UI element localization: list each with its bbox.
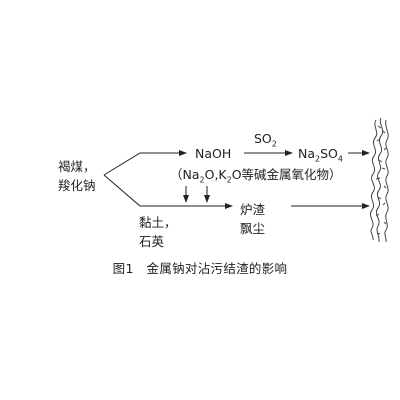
arrow-source-to-naoh <box>103 150 187 176</box>
minerals-line-2: 石英 <box>139 234 165 249</box>
na2so4-label: Na2SO4 <box>298 146 343 164</box>
so2-label: SO2 <box>254 131 277 149</box>
slag-label: 炉渣 飘尘 <box>240 202 265 236</box>
oxides-label: （Na2O,K2O等碱金属氧化物） <box>170 167 342 185</box>
source-line-1: 褐煤， <box>58 159 96 174</box>
figure-title: 金属钠对沾污结渣的影响 <box>146 261 288 276</box>
minerals-label: 黏土， 石英 <box>139 215 177 249</box>
minerals-line-1: 黏土， <box>139 215 177 230</box>
figure-caption: 图1 金属钠对沾污结渣的影响 <box>0 258 400 277</box>
source-line-2: 羧化钠 <box>58 178 96 193</box>
naoh-label: NaOH <box>195 146 232 161</box>
arrow-source-to-slag <box>103 174 233 209</box>
slag-line-1: 炉渣 <box>240 202 266 217</box>
figure-number: 图1 <box>112 261 134 276</box>
source-label: 褐煤， 羧化钠 <box>58 159 96 193</box>
furnace-wall-deposit <box>369 117 389 243</box>
slag-line-2: 飘尘 <box>240 221 266 236</box>
